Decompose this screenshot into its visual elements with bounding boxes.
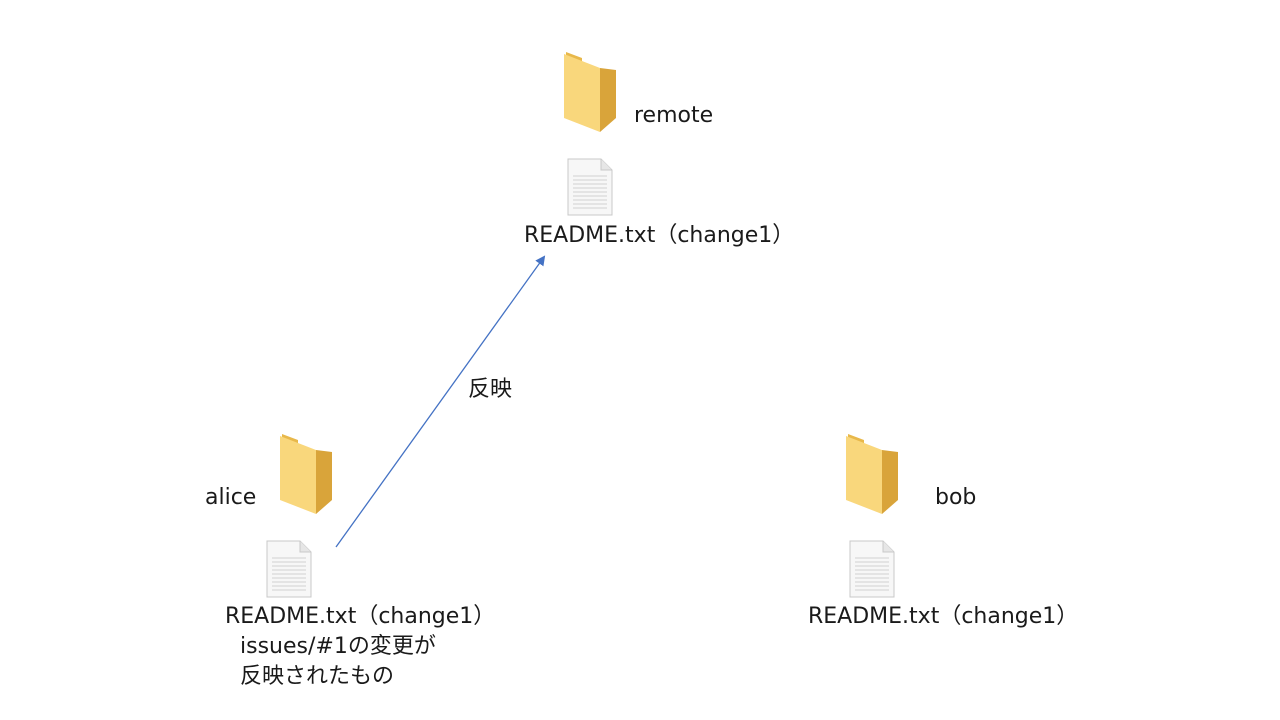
- alice-note-line1: issues/#1の変更が: [240, 634, 436, 659]
- remote-folder-label: remote: [634, 103, 714, 128]
- alice-folder-label: alice: [205, 485, 257, 510]
- bob-folder-icon: [844, 432, 902, 516]
- alice-document-icon: [266, 540, 312, 598]
- bob-document-icon: [849, 540, 895, 598]
- alice-note-line2: 反映されたもの: [240, 664, 395, 689]
- alice-file-label: README.txt（change1）: [225, 604, 496, 629]
- reflect-arrow-line: [335, 255, 546, 548]
- remote-file-label: README.txt（change1）: [524, 223, 795, 248]
- bob-file-label: README.txt（change1）: [808, 604, 1079, 629]
- remote-folder-icon: [562, 50, 620, 134]
- reflect-edge-label: 反映: [468, 377, 513, 402]
- remote-document-icon: [567, 158, 613, 216]
- bob-folder-label: bob: [935, 485, 977, 510]
- alice-folder-icon: [278, 432, 336, 516]
